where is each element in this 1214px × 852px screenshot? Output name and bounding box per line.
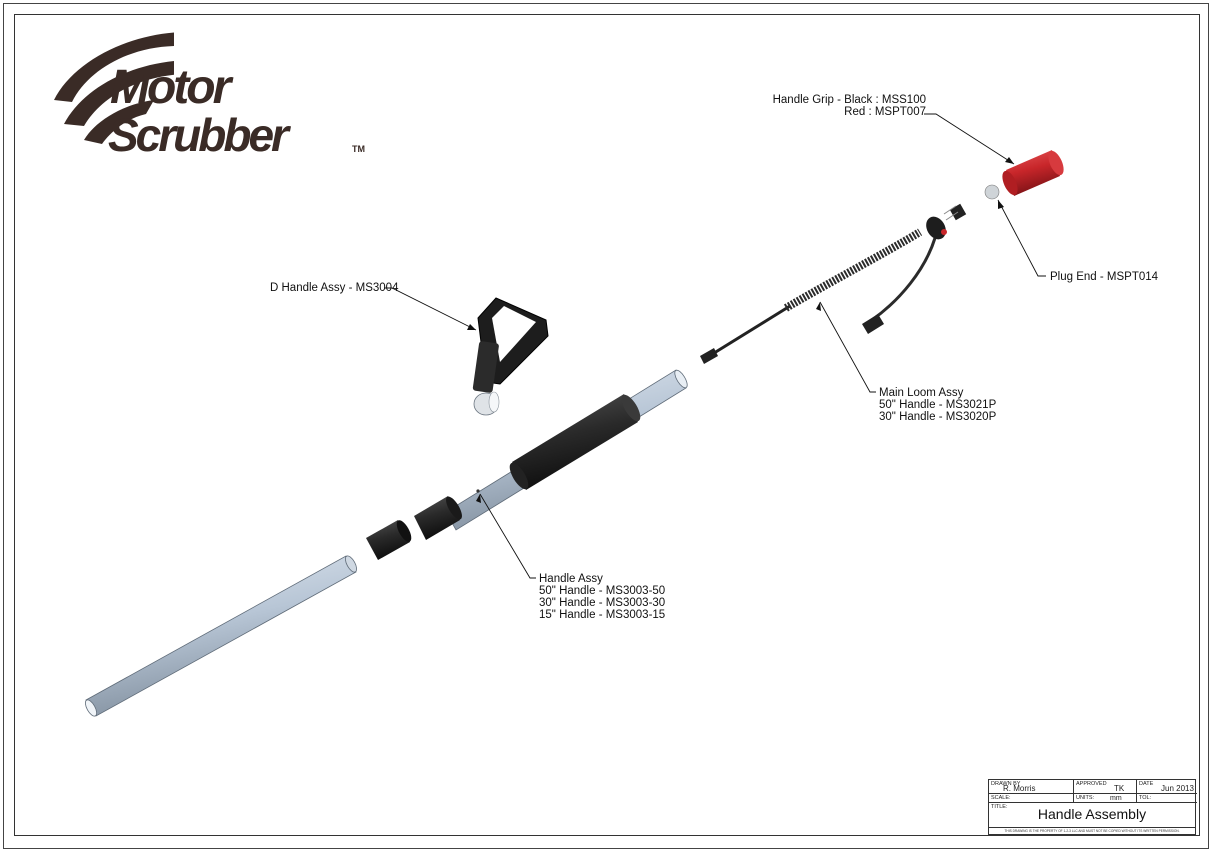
d-handle-label: D Handle Assy - MS3004 xyxy=(270,282,399,294)
drawn-by-cell: DRAWN BY R. Morris xyxy=(989,780,1074,794)
leader-lines xyxy=(384,113,1046,579)
outer-border xyxy=(3,3,1209,849)
leader-arrowheads xyxy=(467,157,1014,503)
main-loom-label-line3: 30" Handle - MS3020P xyxy=(879,411,997,423)
drawing-border xyxy=(14,14,1200,836)
approved-label: APPROVED xyxy=(1076,781,1107,787)
plug-end-label: Plug End - MSPT014 xyxy=(1050,271,1159,283)
red-grip xyxy=(1002,150,1064,196)
drawn-by-label: DRAWN BY xyxy=(991,781,1021,787)
units-value: mm xyxy=(1110,795,1122,802)
plug-end xyxy=(984,184,1000,200)
handle-grip-label-line1: Handle Grip - Black : MSS100 xyxy=(772,94,926,106)
handle-assy-label-line2: 50" Handle - MS3003-50 xyxy=(539,585,666,597)
d-handle xyxy=(472,297,549,416)
foam-grip xyxy=(509,394,641,490)
handle-assy-label-line4: 15" Handle - MS3003-15 xyxy=(539,609,666,621)
units-label: UNITS: xyxy=(1076,795,1095,801)
logo-word-motor: Motor xyxy=(110,61,231,114)
scale-cell: SCALE: xyxy=(989,794,1074,803)
date-cell: DATE Jun 2013 xyxy=(1137,780,1197,794)
tube-collar xyxy=(414,496,462,540)
handle-grip-label: Handle Grip - Black : MSS100 Red : MSPT0… xyxy=(760,94,926,118)
title-block: DRAWN BY R. Morris APPROVED TK DATE Jun … xyxy=(988,779,1197,835)
drawing-title: Handle Assembly xyxy=(1037,806,1147,822)
units-cell: UNITS: mm xyxy=(1074,794,1137,803)
logo-word-scrubber: Scrubber xyxy=(108,109,289,161)
logo-swoosh-icon xyxy=(54,32,174,144)
drawn-by-value: R. Morris xyxy=(1003,784,1036,793)
handle-assy-label: Handle Assy 50" Handle - MS3003-50 30" H… xyxy=(539,573,665,621)
handle-grip-label-line2: Red : MSPT007 xyxy=(844,106,926,118)
main-loom-label-line1: Main Loom Assy xyxy=(879,387,964,399)
handle-assy-label-line3: 30" Handle - MS3003-30 xyxy=(539,597,666,609)
approved-cell: APPROVED TK xyxy=(1074,780,1137,794)
main-loom-label-line2: 50" Handle - MS3021P xyxy=(879,399,997,411)
tol-label: TOL: xyxy=(1139,795,1152,801)
logo-trademark: TM xyxy=(352,144,365,154)
date-value: Jun 2013 xyxy=(1161,784,1194,793)
approved-value: TK xyxy=(1114,784,1125,793)
main-loom-label: Main Loom Assy 50" Handle - MS3021P 30" … xyxy=(879,387,996,423)
main-loom xyxy=(700,203,967,364)
scale-label: SCALE: xyxy=(991,795,1011,801)
lower-tube xyxy=(85,555,357,717)
handle-assy-label-line1: Handle Assy xyxy=(539,573,603,585)
tol-cell: TOL: xyxy=(1137,794,1197,803)
title-label: TITLE: xyxy=(991,804,1008,810)
property-notice: THIS DRAWING IS THE PROPERTY OF 1-2-3 LL… xyxy=(1004,829,1180,833)
collar xyxy=(366,520,412,560)
date-label: DATE xyxy=(1139,781,1154,787)
